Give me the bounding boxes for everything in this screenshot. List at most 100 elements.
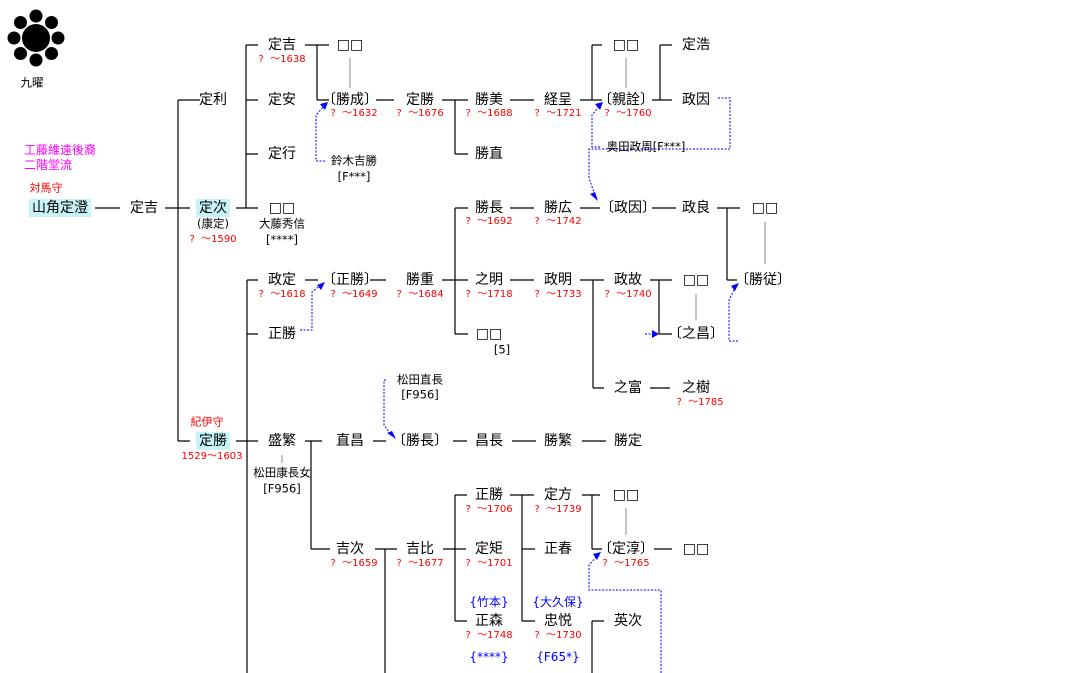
person-name[interactable]: □□	[612, 37, 640, 53]
person-name[interactable]: 政明	[544, 272, 572, 288]
person-name[interactable]: 之樹	[682, 380, 710, 396]
person-name[interactable]: 忠悦	[544, 613, 572, 629]
person-name[interactable]: 定吉	[130, 200, 158, 216]
person-name[interactable]: 政故	[614, 272, 642, 288]
annotation: [****]	[266, 232, 298, 247]
person-name[interactable]: 政良	[682, 200, 710, 216]
arrow-heads	[317, 102, 739, 560]
person-name[interactable]: 正勝	[268, 326, 296, 342]
person-name[interactable]: 定行	[268, 146, 296, 162]
life-dates: ? ～1638	[258, 54, 306, 65]
life-dates: ? ～1649	[330, 289, 378, 300]
person-name[interactable]: 昌長	[475, 433, 503, 449]
person-name[interactable]: 吉比	[406, 541, 434, 557]
person-name[interactable]: □□	[336, 37, 364, 53]
person-name[interactable]: 盛繁	[268, 433, 296, 449]
life-dates: ? ～1748	[465, 630, 513, 641]
person-name[interactable]: 勝重	[406, 272, 434, 288]
person-name[interactable]: 吉次	[336, 541, 364, 557]
person-name[interactable]: 定浩	[682, 37, 710, 53]
life-dates: ? ～1785	[676, 397, 724, 408]
person-name[interactable]: 勝長	[475, 200, 503, 216]
person-name[interactable]: □□	[751, 200, 779, 216]
life-dates: 1529～1603	[181, 451, 243, 462]
person-name[interactable]: □□	[612, 487, 640, 503]
life-dates: ? ～1688	[465, 108, 513, 119]
annotation: [F956]	[263, 481, 301, 496]
person-name[interactable]: 〔政因〕	[600, 200, 656, 216]
clan-note: {F65*}	[536, 650, 580, 664]
adoption-arrows	[300, 97, 738, 673]
person-name[interactable]: 山角定澄	[29, 199, 91, 217]
person-name[interactable]: 勝広	[544, 200, 572, 216]
annotation: 松田康長女	[253, 465, 311, 480]
crest-label: 九曜	[20, 75, 44, 90]
annotation: 鈴木吉勝	[331, 153, 377, 168]
life-dates: ? ～1733	[534, 289, 582, 300]
person-name[interactable]: 勝繁	[544, 433, 572, 449]
person-name[interactable]: 政因	[682, 92, 710, 108]
life-dates: ? ～1765	[602, 558, 650, 569]
person-name[interactable]: 経呈	[544, 92, 572, 108]
person-name[interactable]: 〔正勝〕	[322, 272, 378, 288]
life-dates: ? ～1684	[396, 289, 444, 300]
clan-note: {竹本}	[469, 595, 509, 609]
life-dates: ? ～1701	[465, 558, 513, 569]
person-name[interactable]: 勝直	[475, 146, 503, 162]
person-name[interactable]: 勝定	[614, 433, 642, 449]
life-dates: ? ～1721	[534, 108, 582, 119]
lineage-note: 工藤維遠後裔	[23, 143, 97, 157]
lineage-note: 二階堂流	[23, 158, 73, 172]
crest-kuyo-icon	[7, 9, 65, 67]
person-name[interactable]: 〔親詮〕	[598, 92, 654, 108]
person-name[interactable]: 正春	[544, 541, 572, 557]
life-dates: ? ～1618	[258, 289, 306, 300]
person-name[interactable]: 〔勝成〕	[322, 92, 378, 108]
person-name[interactable]: □□	[268, 200, 296, 216]
clan-note: {****}	[469, 650, 509, 664]
annotation: [F***]	[337, 169, 371, 184]
person-name[interactable]: 之富	[614, 380, 642, 396]
person-name[interactable]: 政定	[268, 272, 296, 288]
person-name[interactable]: 定方	[544, 487, 572, 503]
person-name[interactable]: 定勝	[196, 432, 230, 450]
life-dates: ? ～1730	[534, 630, 582, 641]
person-name[interactable]: 定吉	[268, 37, 296, 53]
person-name[interactable]: 直昌	[336, 433, 364, 449]
annotation: [5]	[493, 342, 511, 357]
person-name[interactable]: 〔定淳〕	[598, 541, 654, 557]
annotation: 松田直長	[397, 372, 443, 387]
life-dates: ? ～1739	[534, 504, 582, 515]
person-name[interactable]: 定次	[196, 199, 230, 217]
life-dates: ? ～1718	[465, 289, 513, 300]
person-name[interactable]: 定勝	[406, 92, 434, 108]
title-note: 対馬守	[29, 181, 63, 195]
life-dates: ? ～1659	[330, 558, 378, 569]
life-dates: ? ～1676	[396, 108, 444, 119]
person-name[interactable]: 〔勝従〕	[735, 272, 791, 288]
person-name[interactable]: 勝美	[475, 92, 503, 108]
life-dates: ? ～1590	[189, 234, 237, 245]
annotation: 大藤秀信	[259, 216, 305, 231]
person-name[interactable]: 正勝	[475, 487, 503, 503]
person-name[interactable]: 〔勝長〕	[392, 433, 448, 449]
person-name[interactable]: 正森	[475, 613, 503, 629]
person-name[interactable]: 〔之昌〕	[668, 326, 724, 342]
adoption-gray-lines	[281, 58, 766, 535]
person-name[interactable]: □□	[682, 272, 710, 288]
life-dates: ? ～1740	[604, 289, 652, 300]
life-dates: ? ～1632	[330, 108, 378, 119]
life-dates: ? ～1677	[396, 558, 444, 569]
person-name[interactable]: 英次	[614, 613, 642, 629]
person-name[interactable]: 定矩	[475, 541, 503, 557]
person-name[interactable]: □□	[475, 326, 503, 342]
person-name[interactable]: 定利	[199, 92, 227, 108]
person-name[interactable]: 定安	[268, 92, 296, 108]
life-dates: ? ～1760	[604, 108, 652, 119]
clan-note: {大久保}	[532, 595, 584, 609]
person-name[interactable]: □□	[682, 541, 710, 557]
life-dates: ? ～1706	[465, 504, 513, 515]
annotation: [F956]	[401, 387, 439, 402]
person-name[interactable]: 之明	[475, 272, 503, 288]
